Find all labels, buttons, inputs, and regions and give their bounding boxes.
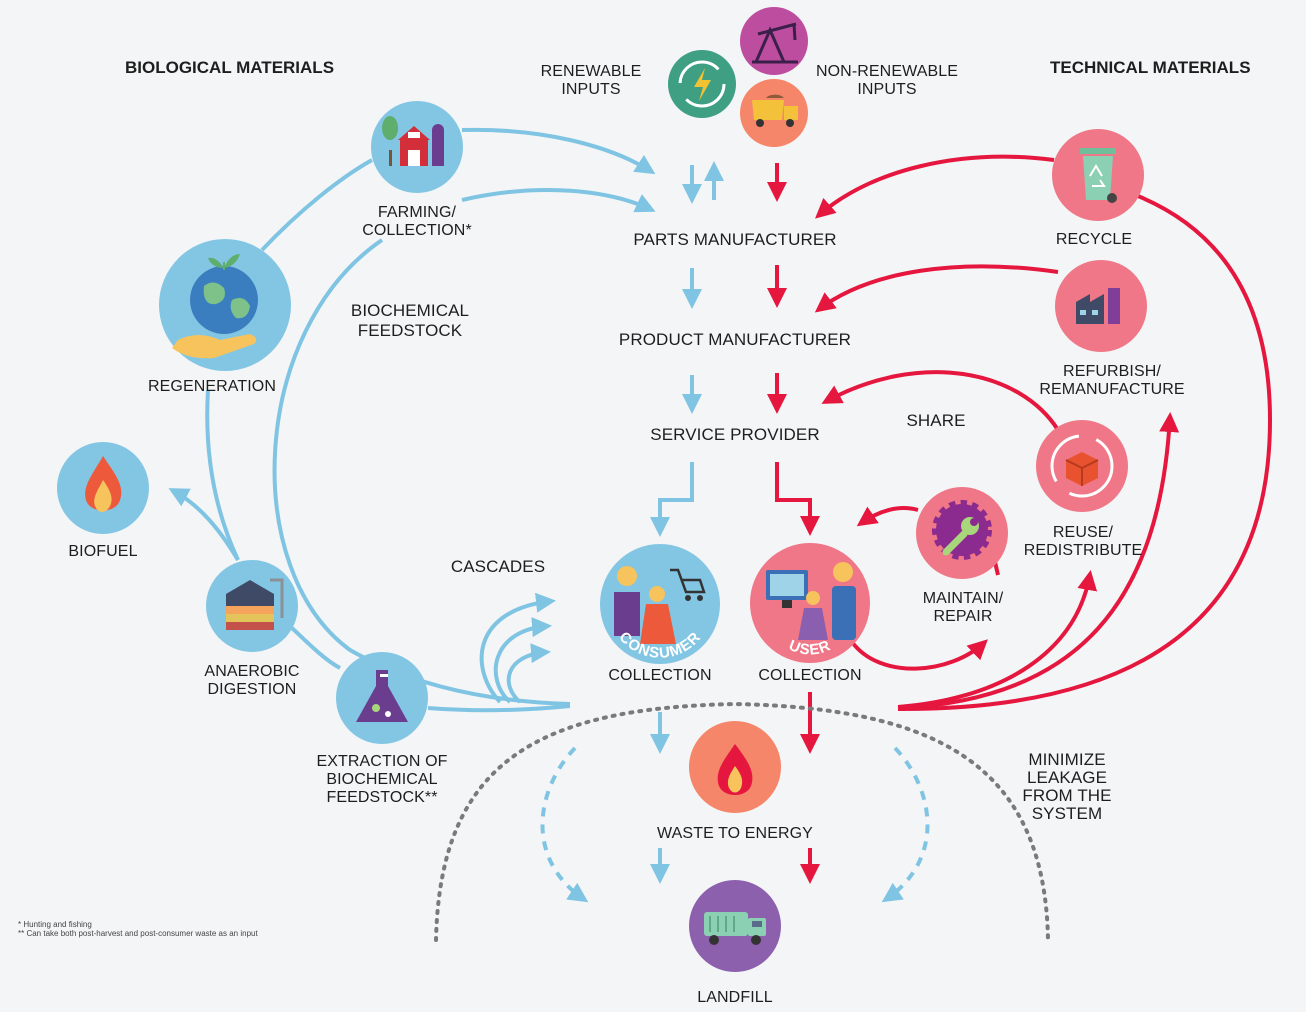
- landfill-label: LANDFILL: [697, 989, 773, 1006]
- parts-manufacturer-label: PARTS MANUFACTURER: [633, 230, 837, 249]
- share-label: SHARE: [906, 411, 966, 430]
- wrench-gear-icon: [932, 500, 992, 560]
- farming-node: [371, 101, 463, 193]
- biological-flows: [168, 127, 724, 884]
- flow-extraction-to-collection: [427, 704, 571, 713]
- maintain-node: [916, 487, 1008, 579]
- user-badge: USER: [786, 637, 833, 659]
- anaerobic-digestion-node: [206, 560, 298, 652]
- user-collection-label: COLLECTION: [758, 667, 862, 684]
- biofuel-label: BIOFUEL: [68, 543, 138, 560]
- regeneration-label: REGENERATION: [147, 378, 277, 395]
- footnote-1: * Hunting and fishing: [18, 920, 92, 929]
- computer-user-icon: [766, 562, 856, 640]
- flame-icon: [717, 744, 753, 795]
- flow-service-to-user: [775, 462, 820, 536]
- regeneration-node: [159, 239, 291, 371]
- box-cycle-icon: [1050, 434, 1114, 498]
- mining-truck-icon: [752, 94, 798, 127]
- digester-icon: [226, 578, 284, 630]
- recycle-bin-icon: [1080, 148, 1117, 203]
- maintain-label: MAINTAIN/REPAIR: [922, 590, 1004, 625]
- mining-truck-node: [740, 79, 808, 147]
- reuse-label: REUSE/REDISTRIBUTE: [1023, 524, 1143, 559]
- cascade-3: [506, 643, 551, 704]
- shoppers-icon: [614, 566, 706, 644]
- refurbish-label: REFURBISH/REMANUFACTURE: [1039, 363, 1185, 398]
- flow-farming-to-parts-2: [461, 187, 656, 213]
- cascade-2: [493, 617, 552, 704]
- oil-pump-node: [740, 7, 808, 75]
- flow-refurbish-to-product: [814, 264, 1059, 313]
- flow-recycle-to-parts: [815, 154, 1055, 219]
- oil-pump-icon: [752, 22, 798, 64]
- farm-icon: [382, 116, 444, 166]
- user-collection-node: USER: [750, 543, 870, 663]
- technical-materials-title: TECHNICAL MATERIALS: [1050, 58, 1251, 77]
- flow-farming-to-parts-1: [461, 127, 656, 175]
- flow-regeneration-loop: [205, 389, 240, 561]
- technical-flows: [767, 154, 1273, 884]
- extraction-node: [336, 652, 428, 744]
- flow-user-to-recycle: [897, 194, 1273, 712]
- recycle-node: [1052, 129, 1144, 221]
- reuse-node: [1036, 420, 1128, 512]
- biochemical-feedstock-arc: [272, 238, 571, 706]
- footnote-2: ** Can take both post-harvest and post-c…: [18, 929, 258, 938]
- biofuel-node: [57, 442, 149, 534]
- flow-reuse-to-service: [821, 370, 1060, 432]
- consumer-collection-node: CONSUMER: [600, 544, 720, 664]
- blue-dashed-leakage: [540, 746, 930, 903]
- flow-anaerobic-to-biofuel: [168, 488, 240, 562]
- flow-user-to-refurbish: [897, 412, 1180, 710]
- factory-icon: [1076, 288, 1120, 324]
- cascade-1: [479, 592, 556, 704]
- renewable-inputs-node: [668, 50, 736, 118]
- cascades-label: CASCADES: [450, 557, 546, 576]
- consumer-collection-label: COLLECTION: [608, 667, 712, 684]
- flow-user-to-repair: [850, 639, 988, 671]
- recycle-label: RECYCLE: [1055, 231, 1133, 248]
- biological-materials-title: BIOLOGICAL MATERIALS: [125, 58, 335, 77]
- product-manufacturer-label: PRODUCT MANUFACTURER: [618, 330, 852, 349]
- refurbish-node: [1055, 260, 1147, 352]
- waste-to-energy-label: WASTE TO ENERGY: [657, 825, 813, 842]
- flow-service-to-consumer: [650, 462, 694, 537]
- farming-label: FARMING/COLLECTION*: [362, 204, 472, 239]
- flask-icon: [356, 670, 408, 722]
- waste-to-energy-node: [689, 721, 781, 813]
- energy-cycle-icon: [678, 60, 726, 108]
- landfill-node: [689, 880, 781, 972]
- service-provider-label: SERVICE PROVIDER: [650, 425, 820, 444]
- garbage-truck-icon: [704, 912, 766, 945]
- flow-regeneration-to-farming: [260, 158, 373, 252]
- flame-icon: [85, 456, 122, 512]
- flow-anaerobic-to-extraction: [290, 626, 341, 670]
- flow-user-to-reuse: [897, 570, 1098, 709]
- earth-hand-icon: [172, 254, 258, 359]
- flow-repair-to-user: [856, 506, 919, 527]
